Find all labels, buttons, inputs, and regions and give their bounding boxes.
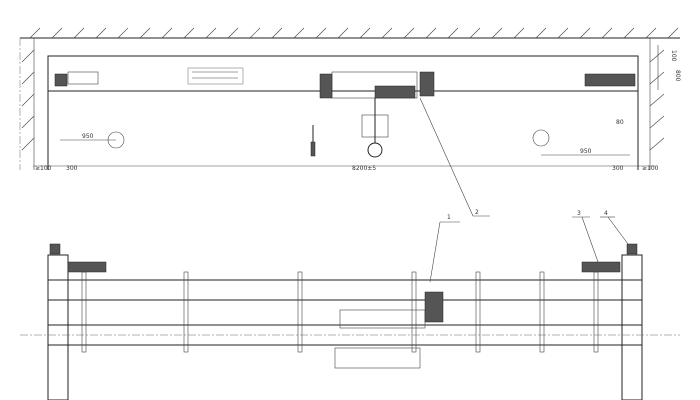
hatch-mark: [579, 27, 591, 39]
hatch-mark: [21, 115, 35, 129]
dim-height: 800: [674, 70, 681, 82]
hatch-mark: [645, 27, 657, 39]
hatch-mark: [249, 27, 261, 39]
travel-motor-right: [581, 261, 621, 273]
girder-stiffener: [539, 271, 545, 353]
hatch-mark: [29, 27, 41, 39]
hatch-mark: [667, 27, 679, 39]
hatch-mark: [491, 27, 503, 39]
callout-4: 4: [604, 210, 608, 217]
callout-1: 1: [447, 214, 451, 221]
hatch-mark: [359, 27, 371, 39]
hatch-mark: [205, 27, 217, 39]
hatch-mark: [293, 27, 305, 39]
dim-right-hook: 950: [580, 148, 592, 155]
hatch-mark: [139, 27, 151, 39]
dim-left-end: 300: [66, 165, 78, 172]
end-carriage-motor-left: [54, 73, 68, 87]
hatch-mark: [601, 27, 613, 39]
end-carriage-motor-right: [584, 73, 636, 87]
callout-2: 2: [475, 209, 479, 216]
hatch-mark: [425, 27, 437, 39]
hatch-mark: [95, 27, 107, 39]
hatch-mark: [649, 49, 665, 63]
girder-stiffener: [297, 271, 303, 353]
plan-view: 1 2 3 4: [20, 209, 680, 400]
logo: [187, 67, 244, 85]
hatch-mark: [535, 27, 547, 39]
hatch-mark: [337, 27, 349, 39]
hatch-mark: [183, 27, 195, 39]
hatch-mark: [447, 27, 459, 39]
hatch-mark: [649, 93, 665, 107]
hatch-mark: [649, 137, 665, 151]
hatch-mark: [271, 27, 283, 39]
hatch-mark: [117, 27, 129, 39]
dim-right-clearance: ≥100: [642, 165, 659, 172]
hook-block: [361, 98, 389, 158]
dim-span: 8200±5: [352, 165, 376, 172]
hatch-mark: [227, 27, 239, 39]
hoist: [319, 73, 333, 99]
dim-small: 80: [616, 119, 624, 126]
hatch-mark: [21, 49, 35, 63]
hatch-mark: [403, 27, 415, 39]
dim-left-clearance: ≥100: [35, 165, 52, 172]
hatch-mark: [623, 27, 635, 39]
girder-stiffener: [475, 271, 481, 353]
hatch-mark: [73, 27, 85, 39]
hatch-mark: [557, 27, 569, 39]
hatch-mark: [21, 93, 35, 107]
hatch-mark: [315, 27, 327, 39]
hatch-mark: [21, 137, 35, 151]
ceiling-hatch: [19, 27, 680, 170]
girder-stiffener: [411, 271, 417, 353]
hatch-mark: [21, 71, 35, 85]
travel-motor-left: [67, 261, 107, 273]
pendant-control: [310, 125, 316, 157]
hatch-mark: [513, 27, 525, 39]
hatch-mark: [381, 27, 393, 39]
girder-stiffener: [593, 271, 599, 353]
girder-stiffener: [183, 271, 189, 353]
hatch-mark: [649, 115, 665, 129]
hatch-mark: [51, 27, 63, 39]
girder-stiffener: [81, 271, 87, 353]
dim-left-hook: 950: [82, 133, 94, 140]
hatch-mark: [161, 27, 173, 39]
elevation-view: ≥100 300 8200±5 300 ≥100 950 950 100 800…: [33, 45, 681, 217]
dim-top-gap: 100: [670, 50, 677, 62]
right-hook-limit: [532, 129, 550, 147]
hatch-mark: [469, 27, 481, 39]
callout-3: 3: [577, 210, 581, 217]
hatch-mark: [649, 71, 665, 85]
dim-right-end: 300: [612, 165, 624, 172]
